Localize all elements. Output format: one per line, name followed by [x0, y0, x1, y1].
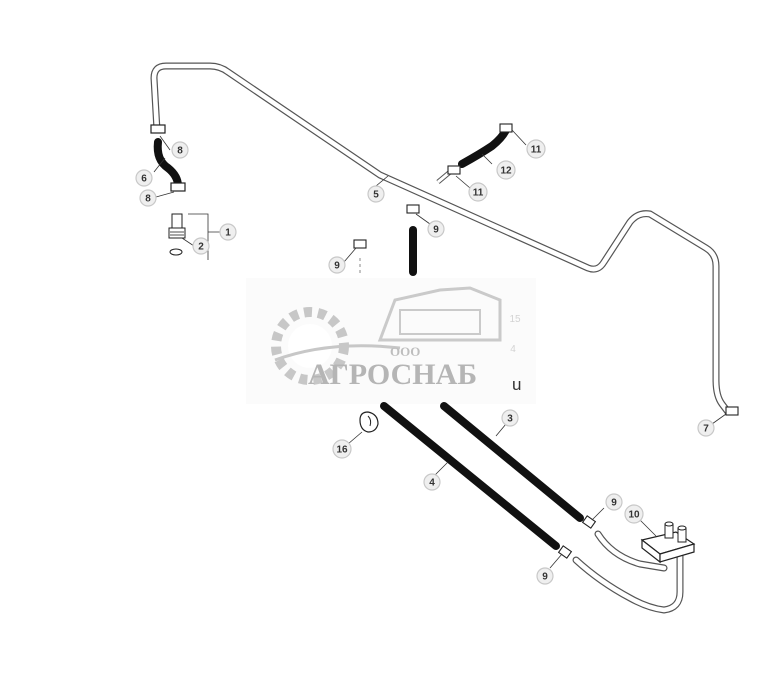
watermark-ghost-label-4: 4	[510, 344, 516, 355]
hose-segment-upper	[353, 204, 420, 276]
o-ring-2	[169, 248, 183, 256]
svg-text:9: 9	[611, 498, 617, 509]
callout-2: 2	[192, 237, 210, 255]
clamp-9-hose-4	[557, 545, 573, 559]
svg-text:7: 7	[703, 424, 709, 435]
svg-text:10: 10	[628, 510, 640, 521]
svg-text:12: 12	[500, 166, 512, 177]
clamp-9-hose-3	[581, 515, 597, 529]
hose-3	[440, 402, 597, 529]
callout-4: 4	[423, 473, 441, 491]
svg-text:11: 11	[531, 145, 542, 156]
callout-9-upper: 9	[427, 220, 445, 238]
fitting-1	[168, 213, 186, 256]
callout-9-hose-3: 9	[605, 493, 623, 511]
clamp-11-upper	[499, 123, 513, 133]
svg-text:8: 8	[145, 194, 151, 205]
watermark-company-name: АГРОСНАБ	[308, 358, 477, 391]
callout-1: 1	[219, 223, 237, 241]
clamp-9-left	[353, 239, 367, 249]
hose-6	[150, 124, 186, 192]
valve-block-10	[640, 521, 696, 564]
watermark-prefix: ООО	[390, 344, 420, 359]
callout-8-upper: 8	[171, 141, 189, 159]
clamp-8-upper	[150, 124, 166, 134]
svg-text:9: 9	[334, 261, 340, 272]
svg-text:16: 16	[336, 445, 348, 456]
lower-steel-tubes	[572, 530, 684, 614]
callout-10: 10	[624, 504, 644, 524]
watermark-suffix: u	[512, 375, 521, 394]
svg-text:4: 4	[429, 478, 435, 489]
steel-tube-line-5	[150, 62, 732, 416]
watermark-ghost-label-15: 15	[509, 314, 521, 325]
svg-text:9: 9	[433, 225, 439, 236]
callout-16: 16	[332, 439, 352, 459]
hose-12	[436, 123, 513, 184]
callout-3: 3	[501, 409, 519, 427]
hose-4	[380, 402, 573, 559]
callout-11-lower: 11	[468, 182, 488, 202]
callout-8-lower: 8	[139, 189, 157, 207]
callout-9-hose-4: 9	[536, 567, 554, 585]
svg-text:1: 1	[225, 228, 231, 239]
svg-text:5: 5	[373, 190, 379, 201]
callout-12: 12	[496, 160, 516, 180]
callout-5: 5	[367, 185, 385, 203]
clamp-8-lower	[170, 182, 186, 192]
callout-6: 6	[135, 169, 153, 187]
svg-text:2: 2	[198, 242, 204, 253]
clip-16	[359, 411, 379, 433]
svg-text:9: 9	[542, 572, 548, 583]
callout-9-left: 9	[328, 256, 346, 274]
leader-lines	[153, 129, 727, 569]
svg-text:3: 3	[507, 414, 513, 425]
fitting-7	[725, 406, 739, 416]
clamp-11-lower	[447, 165, 461, 175]
svg-text:8: 8	[177, 146, 183, 157]
clamp-9-upper	[406, 204, 420, 214]
svg-text:11: 11	[473, 188, 484, 199]
callout-7: 7	[697, 419, 715, 437]
svg-text:6: 6	[141, 174, 147, 185]
callout-11-upper: 11	[526, 139, 546, 159]
watermark-logo: ООО АГРОСНАБ 15 4	[246, 278, 536, 404]
